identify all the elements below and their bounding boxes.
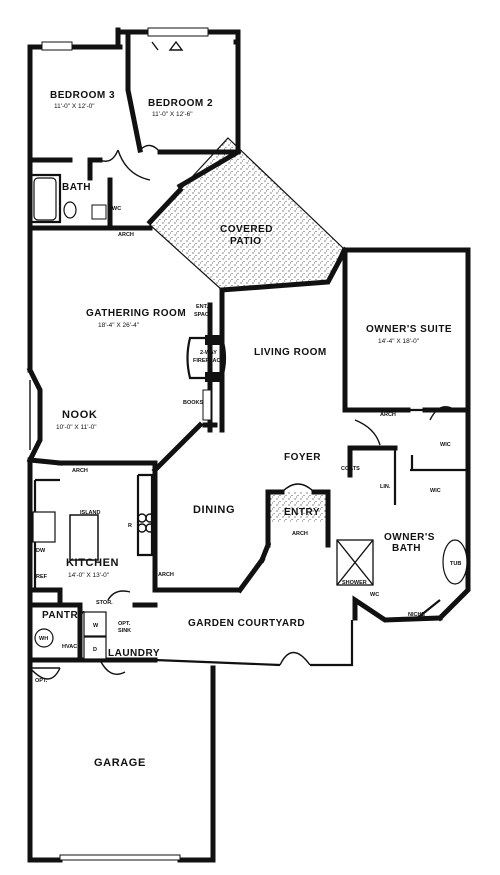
ent-space-line1: ENT. xyxy=(196,304,208,310)
opt-sink-line1: OPT. xyxy=(118,621,131,627)
fireplace-line2: FIREPLACE xyxy=(193,358,225,364)
foyer-name: FOYER xyxy=(284,452,321,463)
bath-name: BATH xyxy=(62,182,91,193)
arch-label-bedroom: ARCH xyxy=(118,232,134,238)
tub-fixture xyxy=(442,539,468,585)
pantry-name: PANTRY xyxy=(42,610,85,621)
main-walls xyxy=(26,225,471,863)
wic-label-2: WIC xyxy=(430,488,441,494)
books-label: BOOKS xyxy=(183,400,204,406)
shower-label: SHOWER xyxy=(342,580,367,586)
covered-patio-line2: PATIO xyxy=(230,236,262,247)
bath-tub-fixture xyxy=(33,177,57,221)
covered-patio-area xyxy=(149,137,344,291)
dryer-label: D xyxy=(93,647,97,653)
garage-name: GARAGE xyxy=(94,757,146,769)
arch-label-entry: ARCH xyxy=(292,531,308,537)
owners-suite-name: OWNER'S SUITE xyxy=(366,324,452,335)
dining-name: DINING xyxy=(193,504,235,516)
garden-courtyard-name: GARDEN COURTYARD xyxy=(188,618,305,629)
fireplace-line1: 2-WAY xyxy=(200,350,217,356)
bath-wc-label-2: WC xyxy=(370,592,379,598)
bedroom3-size: 11'-0" X 12'-0" xyxy=(54,103,95,110)
kitchen-island xyxy=(69,514,99,561)
gathering-room-name: GATHERING ROOM xyxy=(86,308,186,319)
gathering-room-size: 18'-4" X 26'-4" xyxy=(98,322,140,329)
wic-label-1: WIC xyxy=(440,442,451,448)
bath-wc-label: WC xyxy=(112,206,121,212)
range-label: R xyxy=(128,523,132,529)
bedroom2-name: BEDROOM 2 xyxy=(148,98,213,109)
owners-suite-size: 14'-4" X 18'-0" xyxy=(378,338,420,345)
hvac-label: HVAC xyxy=(62,644,77,650)
opt-label: OPT. xyxy=(35,678,48,684)
toilet-fixture xyxy=(63,201,77,219)
arch-label-suite: ARCH xyxy=(380,412,396,418)
owners-bath-line2: BATH xyxy=(392,543,421,554)
washer-label: W xyxy=(93,623,99,629)
bedroom2-size: 11'-0" X 12'-6" xyxy=(152,111,193,118)
kitchen-name: KITCHEN xyxy=(66,557,119,569)
nook-size: 10'-0" X 11'-0" xyxy=(56,424,97,431)
tub-label: TUB xyxy=(450,561,461,567)
island-label: ISLAND xyxy=(80,510,101,516)
owners-bath-line1: OWNER'S xyxy=(384,532,435,543)
storage-label: STOR. xyxy=(96,600,113,606)
opt-sink-line2: SINK xyxy=(118,628,131,634)
arch-label-dining: ARCH xyxy=(158,572,174,578)
dishwasher-label: DW xyxy=(36,548,46,554)
refrigerator-label: REF xyxy=(36,574,48,580)
arch-label-kitchen: ARCH xyxy=(72,468,88,474)
entry-floor xyxy=(268,492,328,522)
covered-patio-line1: COVERED xyxy=(220,224,273,235)
ent-space-line2: SPACE xyxy=(194,312,213,318)
entry-name: ENTRY xyxy=(284,507,320,518)
bedroom3-name: BEDROOM 3 xyxy=(50,90,115,101)
water-heater-label: WH xyxy=(39,636,48,642)
nook-name: NOOK xyxy=(62,409,97,421)
niche-label: NICHE xyxy=(408,612,425,618)
fireplace-fixture xyxy=(186,335,227,382)
linen-label: LIN. xyxy=(380,484,391,490)
laundry-name: LAUNDRY xyxy=(108,648,160,659)
coats-label: COATS xyxy=(341,466,360,472)
living-room-name: LIVING ROOM xyxy=(254,347,327,358)
kitchen-size: 14'-0" X 13'-0" xyxy=(68,572,110,579)
